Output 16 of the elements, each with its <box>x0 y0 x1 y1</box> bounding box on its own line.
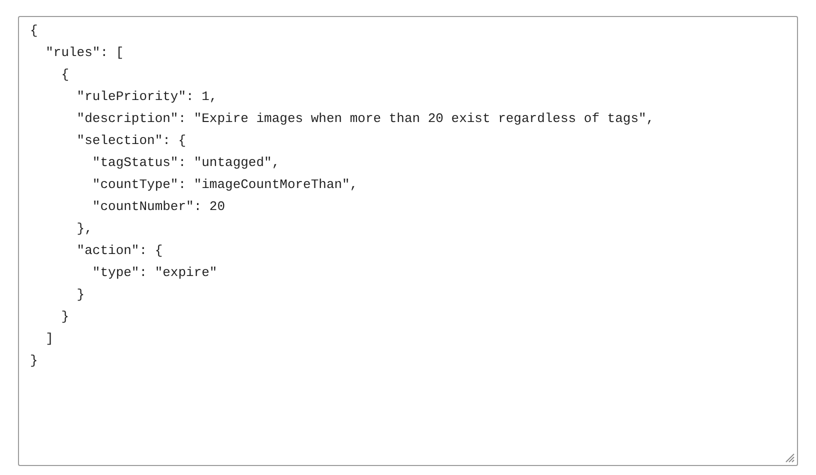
code-line: }, <box>76 221 92 237</box>
code-line: "countType": "imageCountMoreThan", <box>91 177 358 193</box>
code-line: "selection": { <box>76 133 186 149</box>
code-line: "rulePriority": 1, <box>76 89 218 105</box>
code-line: "description": "Expire images when more than 20 exist regardless of tags", <box>76 111 654 127</box>
code-line: ] <box>44 331 54 347</box>
code-line: "type": "expire" <box>91 265 218 281</box>
code-line: { <box>30 23 38 39</box>
code-line: } <box>30 353 38 369</box>
code-line: "tagStatus": "untagged", <box>91 155 280 171</box>
code-line: { <box>60 67 70 83</box>
code-line: "rules": [ <box>44 45 124 61</box>
code-line: } <box>60 309 70 325</box>
code-line: "action": { <box>76 243 163 259</box>
code-line: "countNumber": 20 <box>91 199 226 215</box>
code-line: } <box>76 287 85 303</box>
